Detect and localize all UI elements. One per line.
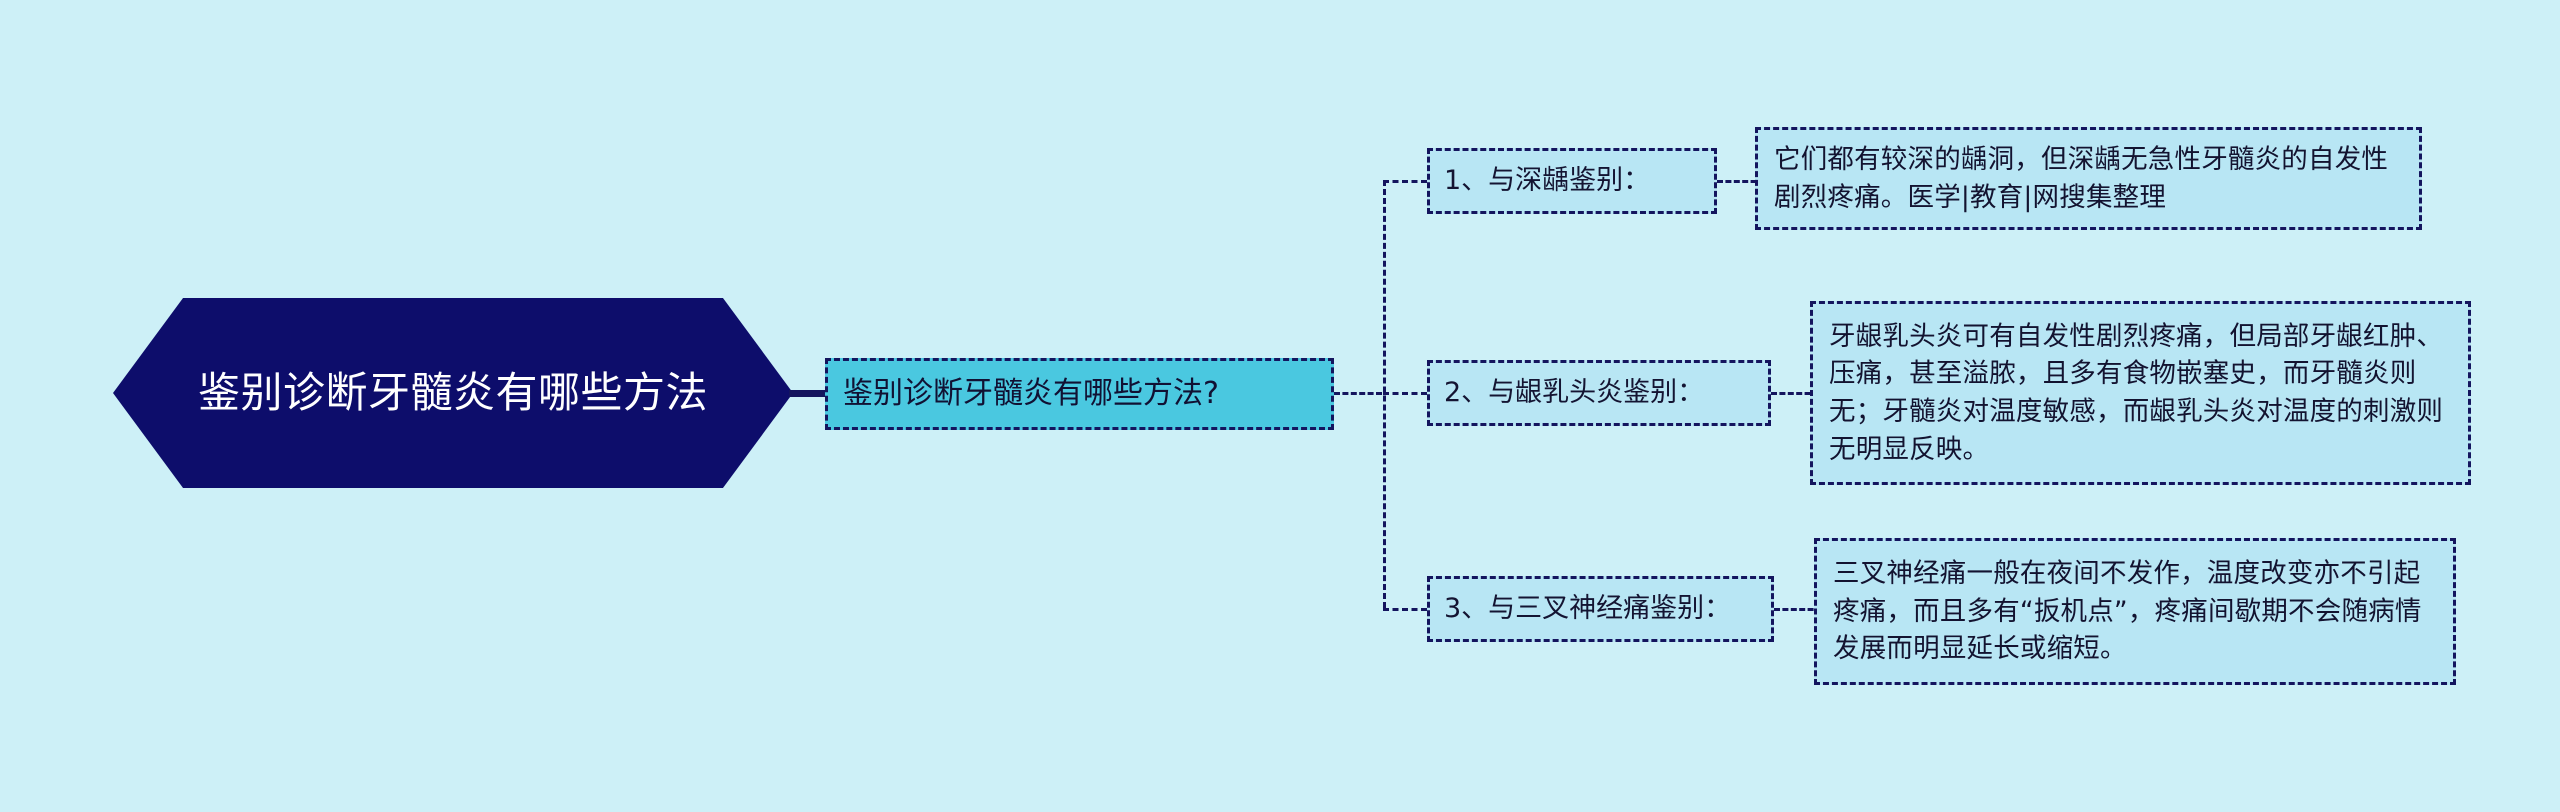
- root-node-label: 鉴别诊断牙髓炎有哪些方法: [197, 368, 708, 418]
- connector-spine-to-branch-3: [1383, 608, 1427, 611]
- level2-node-label: 鉴别诊断牙髓炎有哪些方法?: [843, 376, 1219, 411]
- connector-branch-3-to-content: [1774, 608, 1822, 611]
- root-node[interactable]: 鉴别诊断牙髓炎有哪些方法: [113, 298, 793, 488]
- branch-label-3[interactable]: 3、与三叉神经痛鉴别：: [1427, 576, 1774, 642]
- branch-label-2[interactable]: 2、与龈乳头炎鉴别：: [1427, 360, 1771, 426]
- connector-branch-1-to-content: [1717, 180, 1765, 183]
- branch-label-3-text: 3、与三叉神经痛鉴别：: [1444, 593, 1732, 625]
- level2-node[interactable]: 鉴别诊断牙髓炎有哪些方法?: [825, 358, 1334, 430]
- content-box-2-text: 牙龈乳头炎可有自发性剧烈疼痛，但局部牙龈红肿、压痛，甚至溢脓，且多有食物嵌塞史，…: [1829, 320, 2444, 465]
- content-box-1[interactable]: 它们都有较深的龋洞，但深龋无急性牙髓炎的自发性剧烈疼痛。医学|教育|网搜集整理: [1755, 127, 2422, 230]
- content-box-3-text: 三叉神经痛一般在夜间不发作，温度改变亦不引起疼痛，而且多有“扳机点”，疼痛间歇期…: [1833, 558, 2422, 665]
- branch-label-1[interactable]: 1、与深龋鉴别：: [1427, 148, 1717, 214]
- content-box-3[interactable]: 三叉神经痛一般在夜间不发作，温度改变亦不引起疼痛，而且多有“扳机点”，疼痛间歇期…: [1814, 538, 2456, 685]
- connector-level2-to-spine: [1334, 392, 1382, 395]
- connector-spine-to-branch-1: [1383, 180, 1427, 183]
- connector-root-to-level2: [789, 390, 834, 397]
- content-box-1-text: 它们都有较深的龋洞，但深龋无急性牙髓炎的自发性剧烈疼痛。医学|教育|网搜集整理: [1774, 143, 2389, 213]
- branch-label-1-text: 1、与深龋鉴别：: [1444, 165, 1651, 197]
- connector-spine-to-branch-2: [1383, 392, 1427, 395]
- connector-branch-2-to-content: [1771, 392, 1819, 395]
- content-box-2[interactable]: 牙龈乳头炎可有自发性剧烈疼痛，但局部牙龈红肿、压痛，甚至溢脓，且多有食物嵌塞史，…: [1810, 301, 2471, 485]
- branch-label-2-text: 2、与龈乳头炎鉴别：: [1444, 377, 1705, 409]
